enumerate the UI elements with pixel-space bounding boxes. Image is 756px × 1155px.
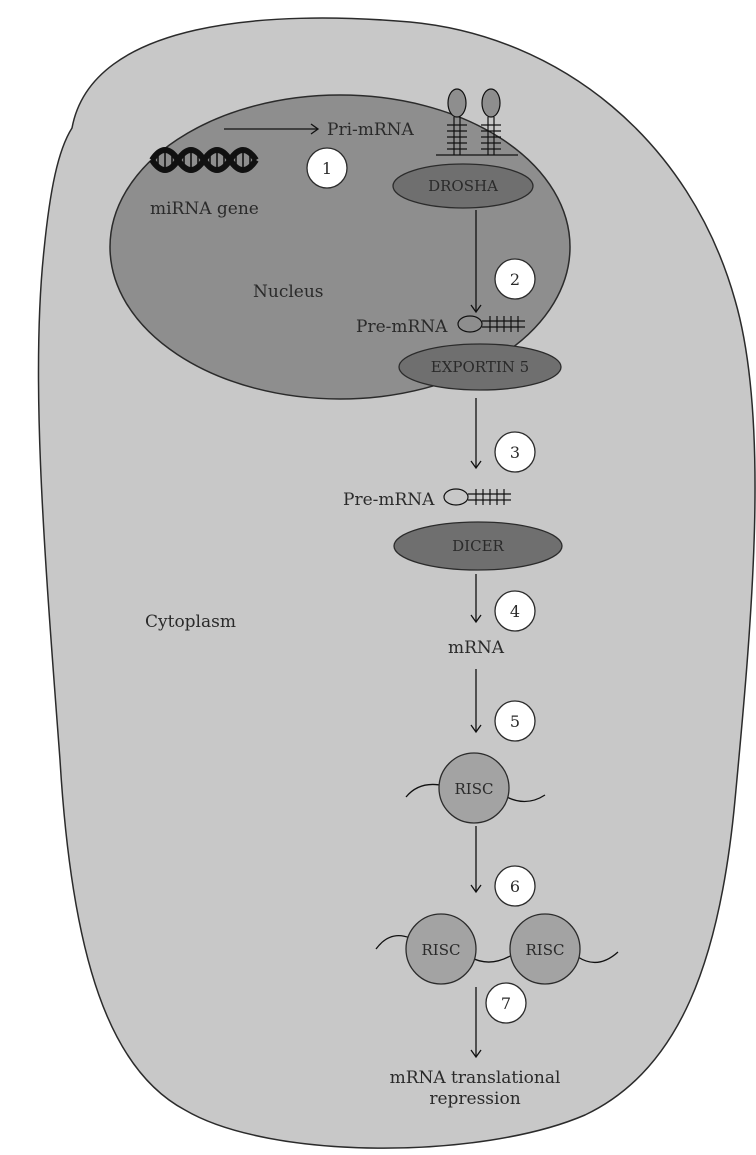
mrna-label: mRNA	[448, 638, 505, 658]
dicer-label: DICER	[452, 537, 504, 555]
risc-1-label: RISC	[455, 780, 494, 798]
repression-label-line2: repression	[429, 1089, 520, 1109]
step-4-badge: 4	[495, 591, 535, 631]
step-5-badge: 5	[495, 701, 535, 741]
cytoplasm-label: Cytoplasm	[145, 612, 236, 632]
pre-mrna-nucleus-label: Pre-mRNA	[356, 317, 448, 337]
drosha-label: DROSHA	[428, 177, 498, 195]
svg-text:3: 3	[510, 443, 520, 462]
exportin-5-label: EXPORTIN 5	[431, 358, 529, 376]
step-6-badge: 6	[495, 866, 535, 906]
repression-label-line1: mRNA translational	[390, 1068, 561, 1088]
svg-text:6: 6	[510, 877, 520, 896]
svg-text:4: 4	[510, 602, 520, 621]
svg-text:1: 1	[322, 159, 332, 178]
step-1-badge: 1	[307, 148, 347, 188]
pri-mrna-label: Pri-mRNA	[327, 120, 415, 140]
nucleus-label: Nucleus	[253, 282, 324, 302]
svg-text:5: 5	[510, 712, 520, 731]
risc-3-label: RISC	[526, 941, 565, 959]
mirna-gene-label: miRNA gene	[150, 199, 259, 219]
pre-mrna-cytoplasm-label: Pre-mRNA	[343, 490, 435, 510]
step-3-badge: 3	[495, 432, 535, 472]
risc-2-label: RISC	[422, 941, 461, 959]
svg-text:2: 2	[510, 270, 520, 289]
step-2-badge: 2	[495, 259, 535, 299]
svg-text:7: 7	[501, 994, 511, 1013]
step-7-badge: 7	[486, 983, 526, 1023]
